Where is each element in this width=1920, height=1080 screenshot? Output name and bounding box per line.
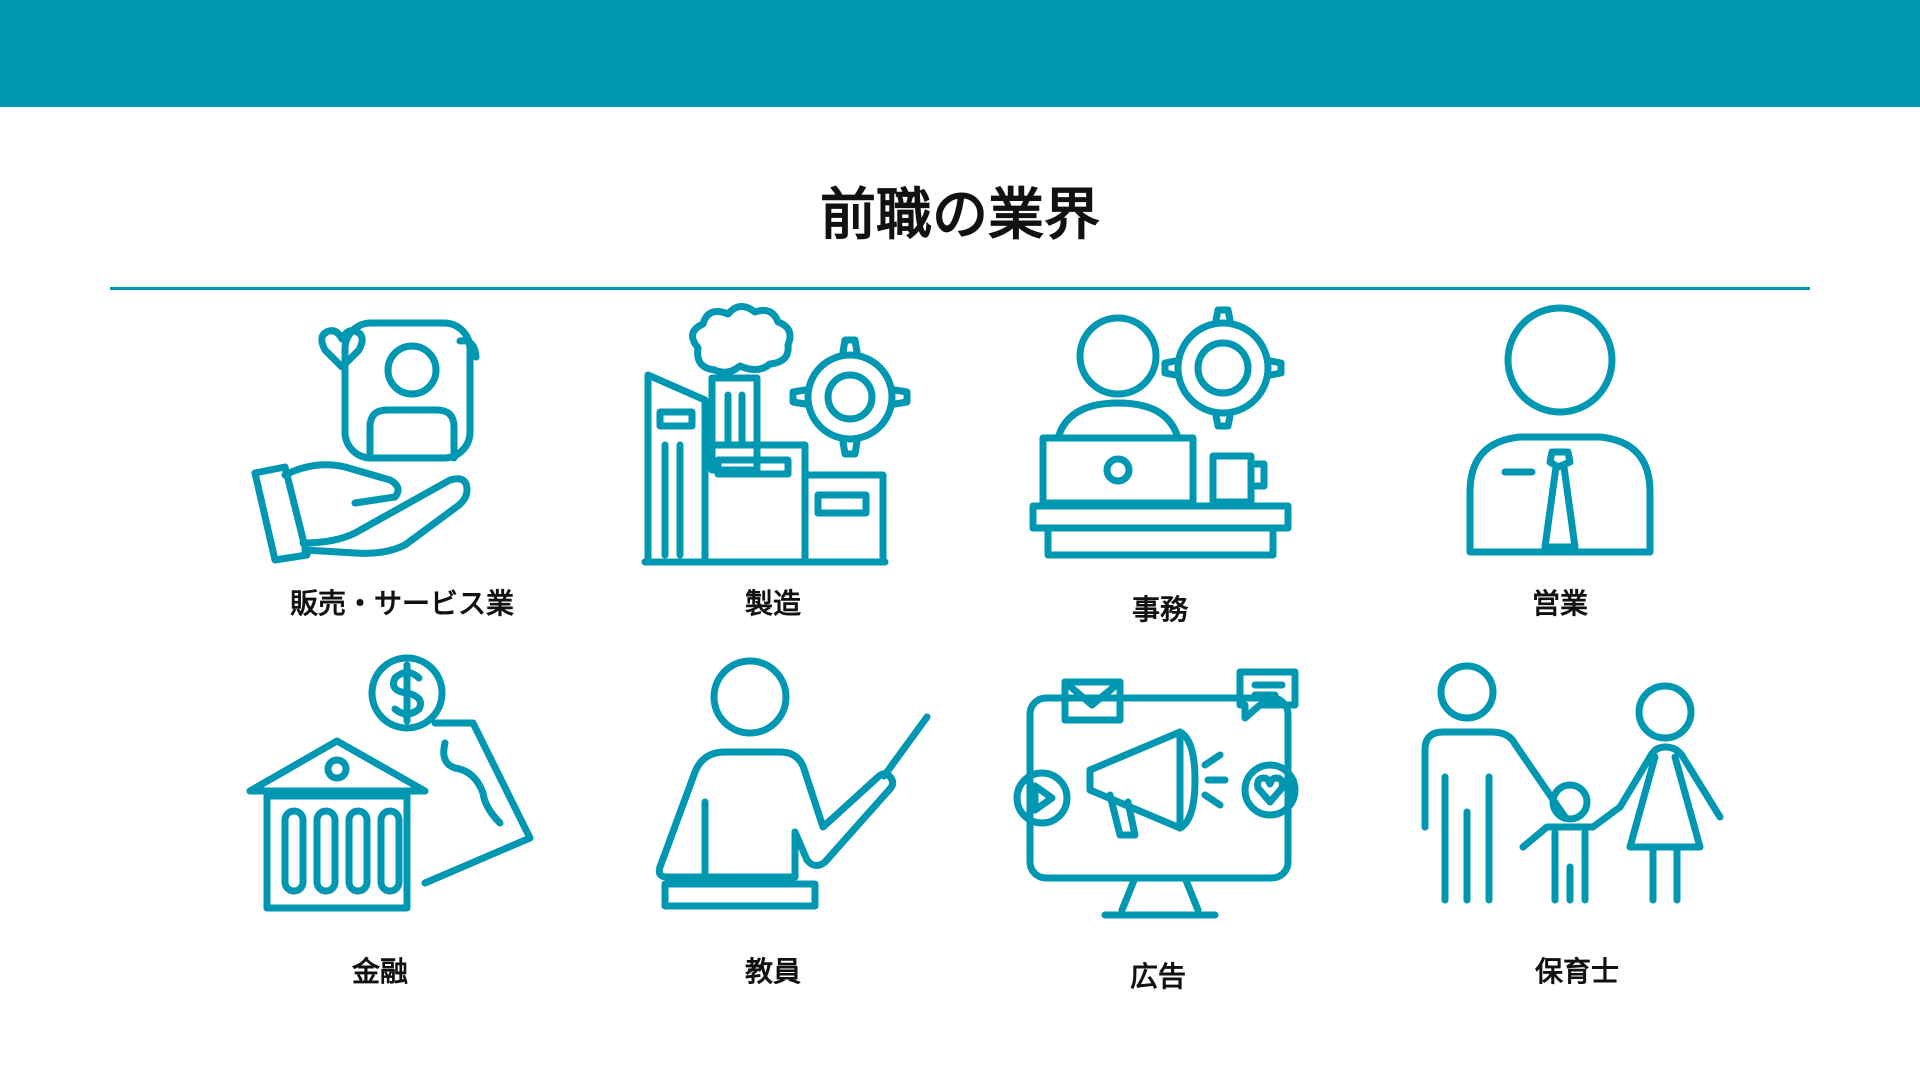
category-label: 教員 bbox=[744, 955, 802, 988]
category-label: 営業 bbox=[1531, 587, 1589, 620]
businessman-tie-icon bbox=[1466, 304, 1654, 556]
bank-money-icon bbox=[246, 654, 534, 912]
category-label: 事務 bbox=[1131, 593, 1189, 626]
top-banner bbox=[0, 0, 1920, 107]
hand-holding-person-icon bbox=[251, 319, 480, 564]
category-label: 販売・サービス業 bbox=[289, 587, 515, 620]
office-worker-laptop-icon bbox=[1029, 306, 1292, 559]
page-title: 前職の業界 bbox=[820, 183, 1100, 248]
category-label: 製造 bbox=[744, 587, 802, 620]
teacher-pointer-icon bbox=[655, 657, 931, 910]
title-divider bbox=[110, 287, 1810, 290]
advertising-monitor-icon bbox=[1013, 668, 1299, 919]
category-label: 広告 bbox=[1129, 960, 1187, 993]
factory-gear-icon bbox=[641, 303, 911, 566]
category-label: 金融 bbox=[351, 955, 409, 988]
category-label: 保育士 bbox=[1534, 955, 1620, 988]
family-childcare-icon bbox=[1421, 662, 1724, 904]
